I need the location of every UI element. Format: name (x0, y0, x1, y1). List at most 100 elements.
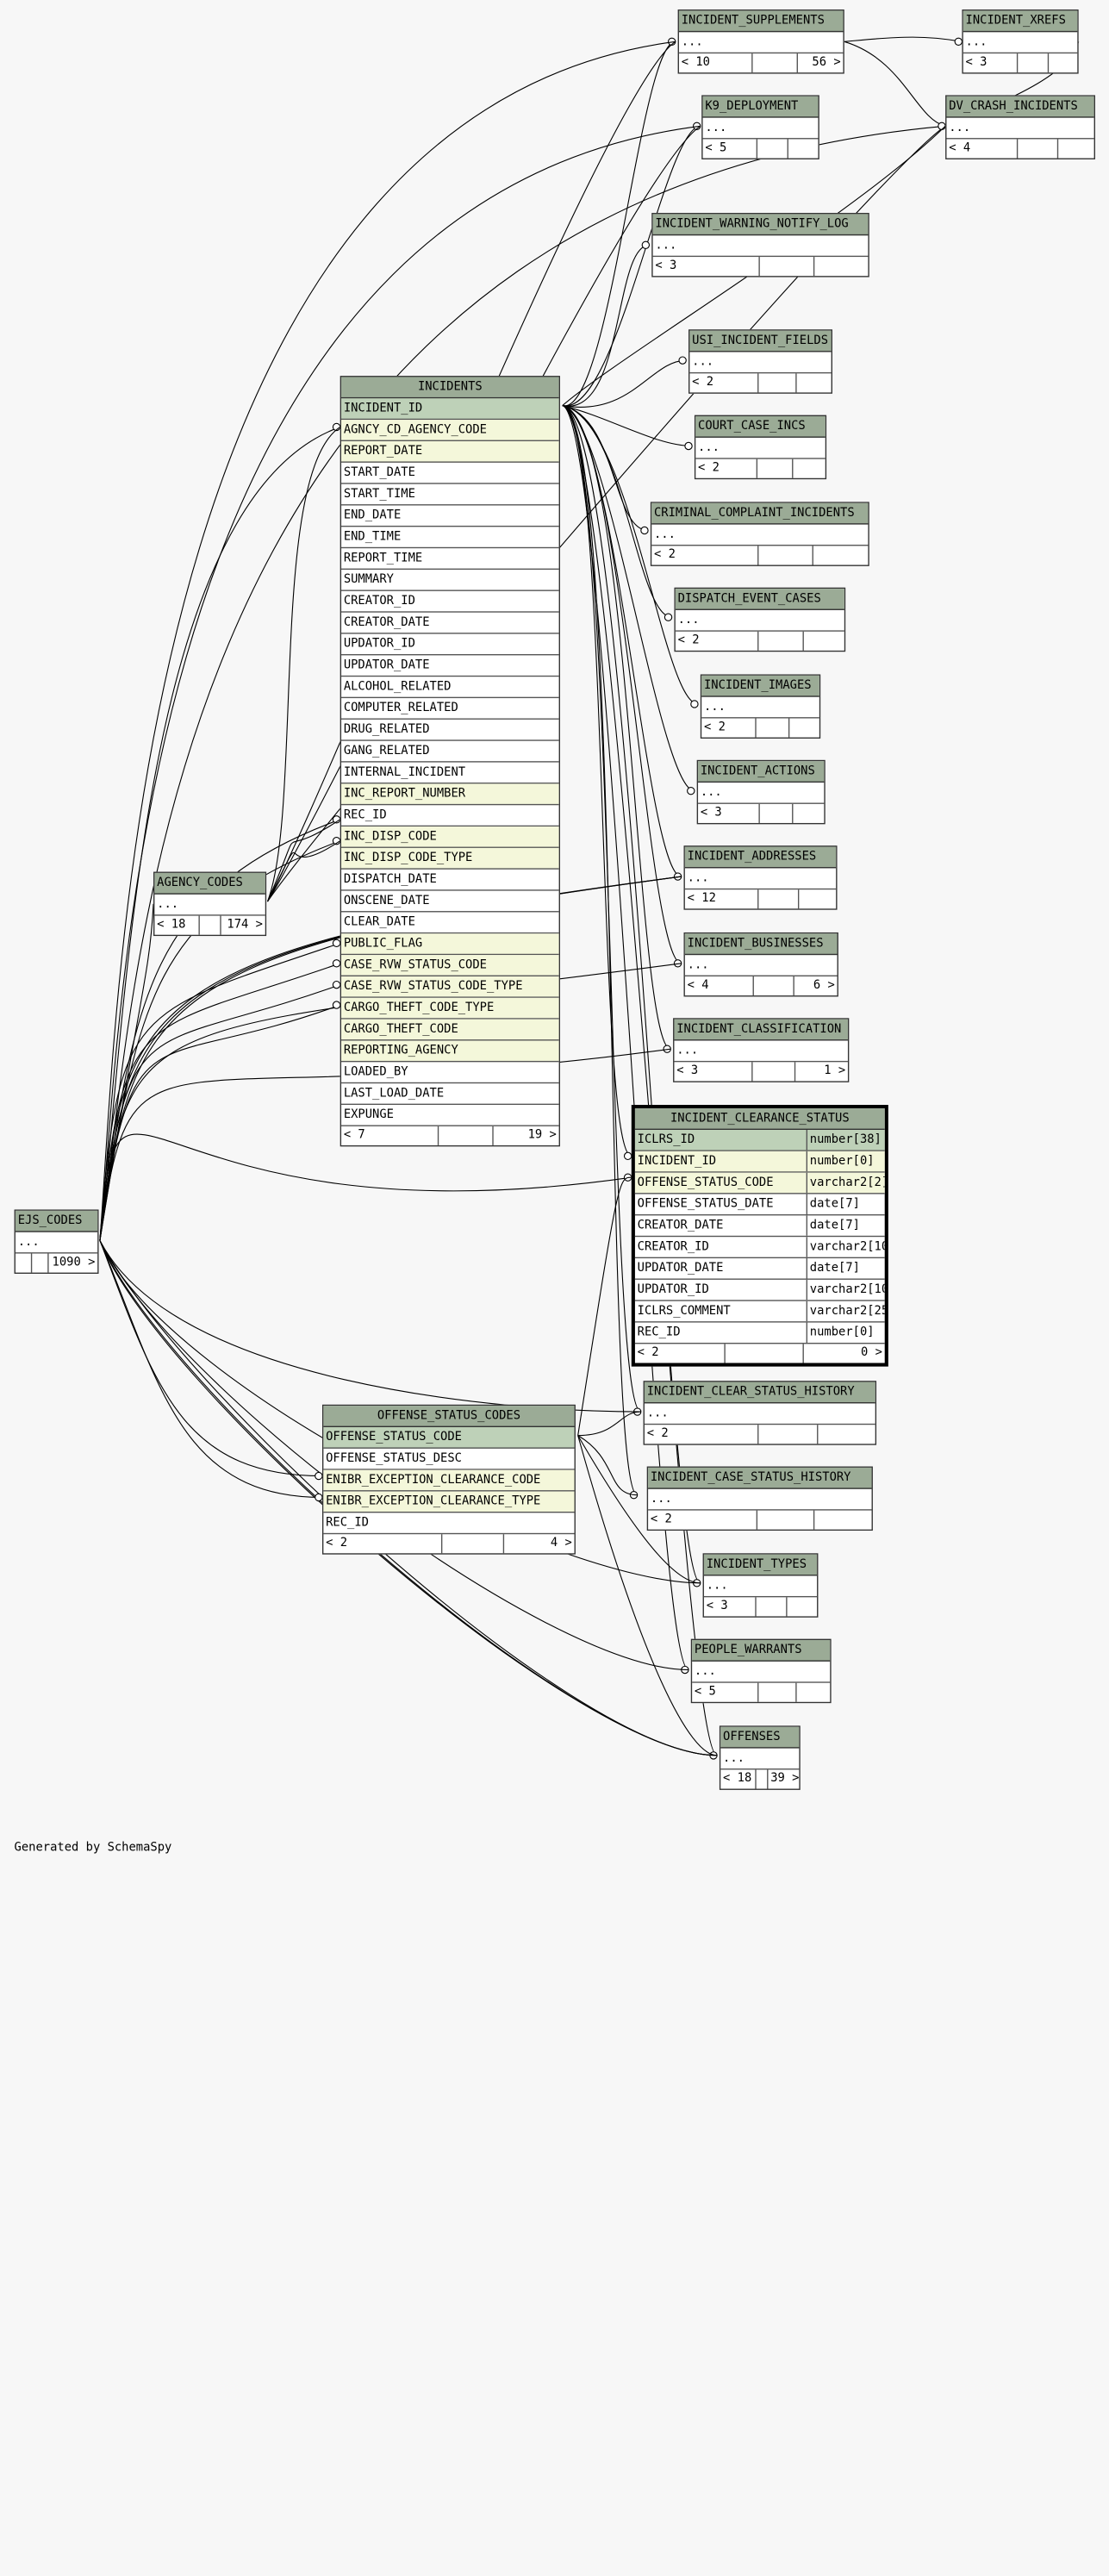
table-dv-crash-incidents[interactable]: DV_CRASH_INCIDENTS ... < 4 (945, 95, 1095, 159)
relationship-line (99, 1240, 322, 1477)
parents-count: < 2 (676, 631, 759, 651)
footer-spacer (754, 976, 794, 996)
relationship-line (562, 125, 946, 406)
table-footer: < 3 (963, 53, 1077, 73)
footer-spacer (760, 803, 794, 823)
column-type: varchar2[100] (809, 1283, 885, 1297)
optional-end-marker (332, 939, 341, 948)
footer-spacer (757, 1510, 815, 1530)
table-footer: < 3 (704, 1597, 817, 1617)
footer-spacer (753, 53, 798, 73)
relationship-line (99, 125, 946, 1241)
column-row: ENIBR_EXCEPTION_CLEARANCE_CODE (323, 1469, 575, 1492)
table-incident-actions[interactable]: INCIDENT_ACTIONS ... < 3 (696, 759, 826, 825)
children-count: 1 > (824, 1064, 846, 1078)
table-ejs-codes[interactable]: EJS_CODES ... 1090 > (14, 1209, 99, 1274)
parents-count: < 7 (341, 1126, 439, 1145)
table-k9-deployment[interactable]: K9_DEPLOYMENT ... < 5 (701, 95, 819, 159)
footer-spacer (757, 718, 790, 738)
column-name: ICLRS_ID (635, 1130, 808, 1151)
footer-spacer (757, 1769, 769, 1789)
children-count (793, 459, 825, 478)
column-row: CASE_RVW_STATUS_CODE_TYPE (341, 976, 559, 998)
table-offense-status-codes[interactable]: OFFENSE_STATUS_CODES OFFENSE_STATUS_CODE… (321, 1404, 576, 1555)
children-count (818, 1425, 875, 1444)
table-footer: < 2 (689, 373, 831, 393)
columns-collapsed: ... (678, 32, 844, 54)
children-count (799, 889, 836, 908)
columns-collapsed: ... (154, 895, 265, 916)
table-title: DV_CRASH_INCIDENTS (946, 96, 1094, 118)
table-incident-types[interactable]: INCIDENT_TYPES ... < 3 (702, 1553, 819, 1618)
children-count: 56 > (812, 55, 841, 70)
column-type: varchar2[2] (809, 1176, 885, 1189)
column-row: INTERNAL_INCIDENT (341, 763, 559, 784)
columns-collapsed: ... (652, 235, 869, 258)
table-criminal-complaint-incidents[interactable]: CRIMINAL_COMPLAINT_INCIDENTS ... < 2 (650, 502, 869, 566)
table-title: OFFENSE_STATUS_CODES (323, 1406, 575, 1427)
table-incident-xrefs[interactable]: INCIDENT_XREFS ... < 3 (962, 9, 1079, 74)
relationship-line (99, 1004, 340, 1241)
relationship-line (562, 405, 671, 1050)
table-incident-warning-notify-log[interactable]: INCIDENT_WARNING_NOTIFY_LOG ... < 3 (651, 213, 869, 278)
relationship-line (562, 41, 676, 407)
column-row: END_DATE (341, 506, 559, 527)
column-row: CLEAR_DATE (341, 912, 559, 934)
table-incident-images[interactable]: INCIDENT_IMAGES ... < 2 (700, 674, 821, 739)
children-count (813, 546, 868, 564)
parents-count: < 18 (720, 1769, 757, 1789)
children-count: 174 > (227, 918, 263, 932)
parents-count: < 2 (695, 458, 758, 478)
optional-end-marker (641, 240, 651, 249)
table-title: EJS_CODES (15, 1210, 98, 1232)
footer-spacer (1018, 139, 1059, 159)
table-dispatch-event-cases[interactable]: DISPATCH_EVENT_CASES ... < 2 (674, 587, 846, 652)
parents-count (16, 1253, 33, 1273)
table-footer: < 5 (692, 1682, 830, 1702)
columns-collapsed: ... (946, 118, 1094, 140)
table-court-case-incs[interactable]: COURT_CASE_INCS ... < 2 (694, 415, 827, 480)
relationship-line (562, 405, 693, 447)
table-footer: < 12 (685, 889, 836, 909)
columns-collapsed: ... (720, 1749, 800, 1770)
table-incident-clear-status-history[interactable]: INCIDENT_CLEAR_STATUS_HISTORY ... < 2 (643, 1381, 877, 1445)
footer-spacer (757, 458, 794, 478)
parents-count: < 10 (679, 53, 753, 73)
column-type: date[7] (809, 1219, 860, 1232)
table-incident-case-status-history[interactable]: INCIDENT_CASE_STATUS_HISTORY ... < 2 (646, 1466, 873, 1531)
parents-count: < 18 (154, 915, 200, 935)
footer-spacer (200, 915, 221, 935)
table-usi-incident-fields[interactable]: USI_INCIDENT_FIELDS ... < 2 (688, 329, 832, 394)
optional-end-marker (664, 613, 673, 621)
optional-end-marker (678, 356, 687, 365)
table-people-warrants[interactable]: PEOPLE_WARRANTS ... < 5 (690, 1638, 832, 1704)
column-name: OFFENSE_STATUS_CODE (635, 1172, 808, 1194)
column-row: CARGO_THEFT_CODE (341, 1019, 559, 1041)
optional-end-marker (332, 959, 341, 968)
table-title: INCIDENT_XREFS (963, 10, 1078, 33)
parents-count: < 3 (674, 1062, 753, 1082)
children-count: 19 > (527, 1128, 557, 1142)
children-count: 39 > (770, 1772, 800, 1786)
column-name: ICLRS_COMMENT (635, 1300, 808, 1322)
table-incident-addresses[interactable]: INCIDENT_ADDRESSES ... < 12 (683, 845, 838, 910)
column-row: INC_DISP_CODE (341, 826, 559, 848)
relationship-line (562, 405, 632, 1157)
footer-spacer (758, 631, 804, 651)
optional-end-marker (623, 1151, 632, 1161)
column-row: LOADED_BY (341, 1062, 559, 1084)
